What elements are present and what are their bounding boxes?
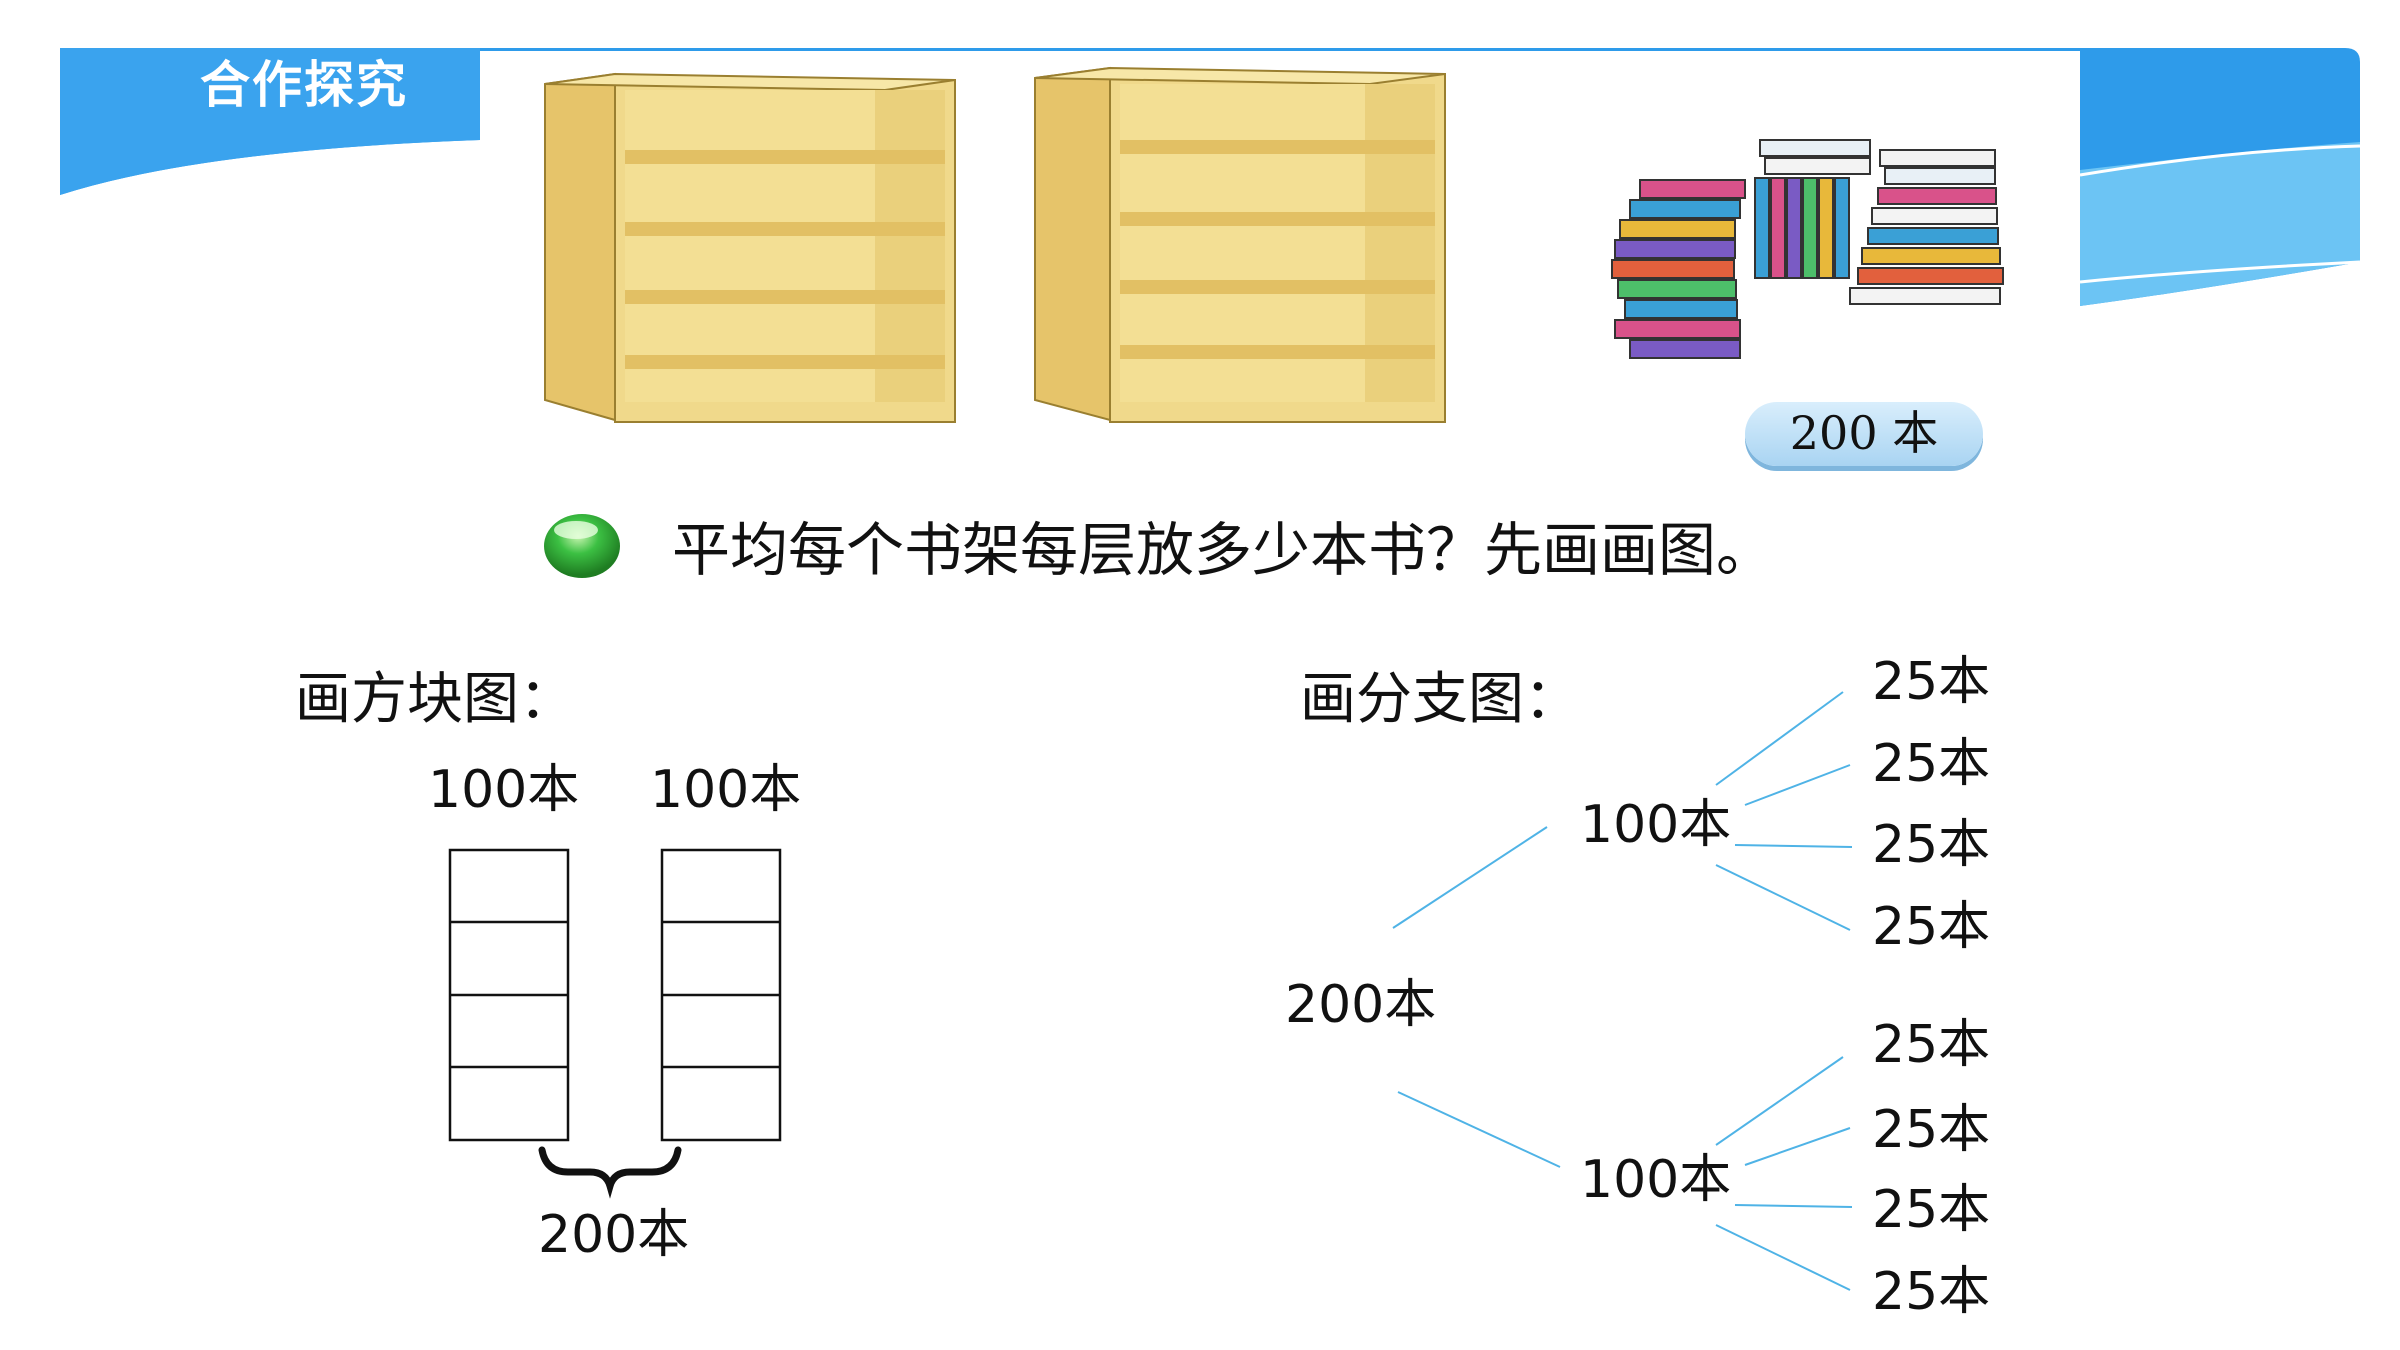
block-column [448, 848, 570, 1142]
header-band [60, 48, 2361, 306]
books-count-badge [1745, 402, 1983, 466]
brace-icon [538, 1146, 682, 1199]
block-column-label: 100本 [650, 760, 802, 820]
branch-line [1734, 1204, 1853, 1208]
block-column [660, 848, 782, 1142]
branch-line [1397, 1091, 1561, 1168]
branch-line [1392, 826, 1548, 929]
branch-line [1715, 864, 1851, 931]
book-pile-icon [1611, 139, 2004, 359]
branch-line [1715, 1056, 1844, 1146]
illustration-area [544, 66, 2004, 423]
block-column-label: 100本 [428, 760, 580, 820]
question-text: 平均每个书架每层放多少本书？先画画图。 [672, 516, 1775, 584]
branch-line [1715, 691, 1844, 786]
branch-line [1744, 1127, 1851, 1166]
green-ball-icon [544, 514, 620, 578]
branch-line [1715, 1224, 1851, 1291]
block-total-label: 200本 [538, 1205, 690, 1265]
bookshelf-icon [1034, 66, 1446, 423]
branch-line [1744, 764, 1851, 806]
branch-label: 100本 [1580, 795, 1732, 855]
leaf-label: 25本 [1872, 734, 1991, 794]
block-diagram-title: 画方块图： [295, 667, 575, 732]
leaf-label: 25本 [1872, 1100, 1991, 1160]
bookshelf-icon [544, 72, 956, 423]
leaf-label: 25本 [1872, 652, 1991, 712]
branch-line [1734, 844, 1853, 848]
leaf-label: 25本 [1872, 1180, 1991, 1240]
leaf-label: 25本 [1872, 815, 1991, 875]
branch-label: 100本 [1580, 1150, 1732, 1210]
books-count-label: 200 本 [1789, 406, 1939, 460]
leaf-label: 25本 [1872, 1015, 1991, 1075]
leaf-label: 25本 [1872, 1262, 1991, 1322]
section-title: 合作探究 [200, 56, 408, 114]
leaf-label: 25本 [1872, 897, 1991, 957]
branch-root-label: 200本 [1285, 975, 1437, 1035]
branch-diagram-title: 画分支图： [1300, 667, 1580, 732]
